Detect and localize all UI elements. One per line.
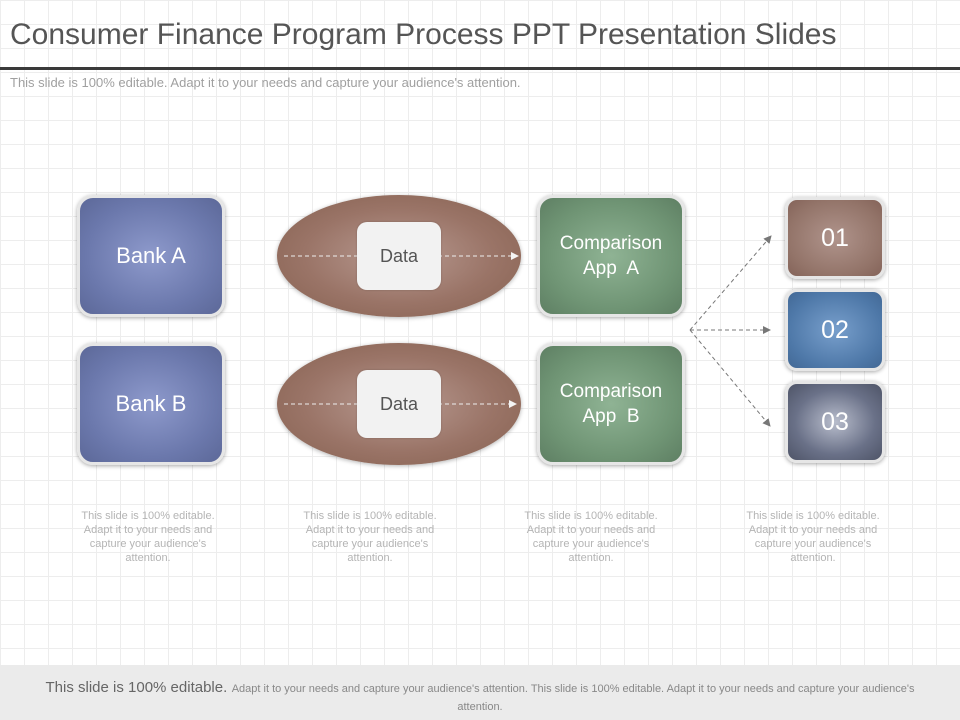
caption-1: This slide is 100% editable. Adapt it to… bbox=[81, 510, 215, 564]
data-chip-top: Data bbox=[357, 222, 441, 290]
bank-b-label: Bank B bbox=[115, 391, 187, 416]
footer-lead: This slide is 100% editable. bbox=[45, 679, 228, 696]
comparison-a-line1: Comparison bbox=[559, 233, 663, 254]
data-label-bottom: Data bbox=[379, 393, 419, 414]
number-box-02: 02 bbox=[785, 289, 885, 371]
data-chip-bottom: Data bbox=[357, 370, 441, 438]
comparison-b-line2: App B bbox=[582, 406, 640, 427]
data-label-top: Data bbox=[379, 245, 419, 266]
arrow-to-01 bbox=[689, 235, 772, 331]
number-box-03: 03 bbox=[785, 381, 885, 463]
comparison-app-a-box: Comparison App A bbox=[537, 195, 685, 317]
bank-a-box: Bank A bbox=[77, 195, 225, 317]
comparison-b-line1: Comparison bbox=[559, 381, 663, 402]
slide-subtitle: This slide is 100% editable. Adapt it to… bbox=[10, 75, 521, 90]
bank-a-label: Bank A bbox=[116, 243, 186, 268]
bank-b-box: Bank B bbox=[77, 343, 225, 465]
footer-bar: This slide is 100% editable. Adapt it to… bbox=[0, 665, 960, 720]
title-divider bbox=[0, 67, 960, 70]
caption-3: This slide is 100% editable. Adapt it to… bbox=[524, 510, 658, 564]
number-03-label: 03 bbox=[821, 407, 849, 436]
number-01-label: 01 bbox=[821, 223, 849, 252]
footer-text: Adapt it to your needs and capture your … bbox=[231, 683, 915, 713]
caption-4: This slide is 100% editable. Adapt it to… bbox=[746, 510, 880, 564]
arrow-to-03 bbox=[689, 329, 771, 427]
caption-2: This slide is 100% editable. Adapt it to… bbox=[303, 510, 437, 564]
number-box-01: 01 bbox=[785, 197, 885, 279]
comparison-a-line2: App A bbox=[583, 258, 639, 279]
number-02-label: 02 bbox=[821, 315, 849, 344]
comparison-app-b-box: Comparison App B bbox=[537, 343, 685, 465]
slide-title: Consumer Finance Program Process PPT Pre… bbox=[10, 18, 837, 51]
